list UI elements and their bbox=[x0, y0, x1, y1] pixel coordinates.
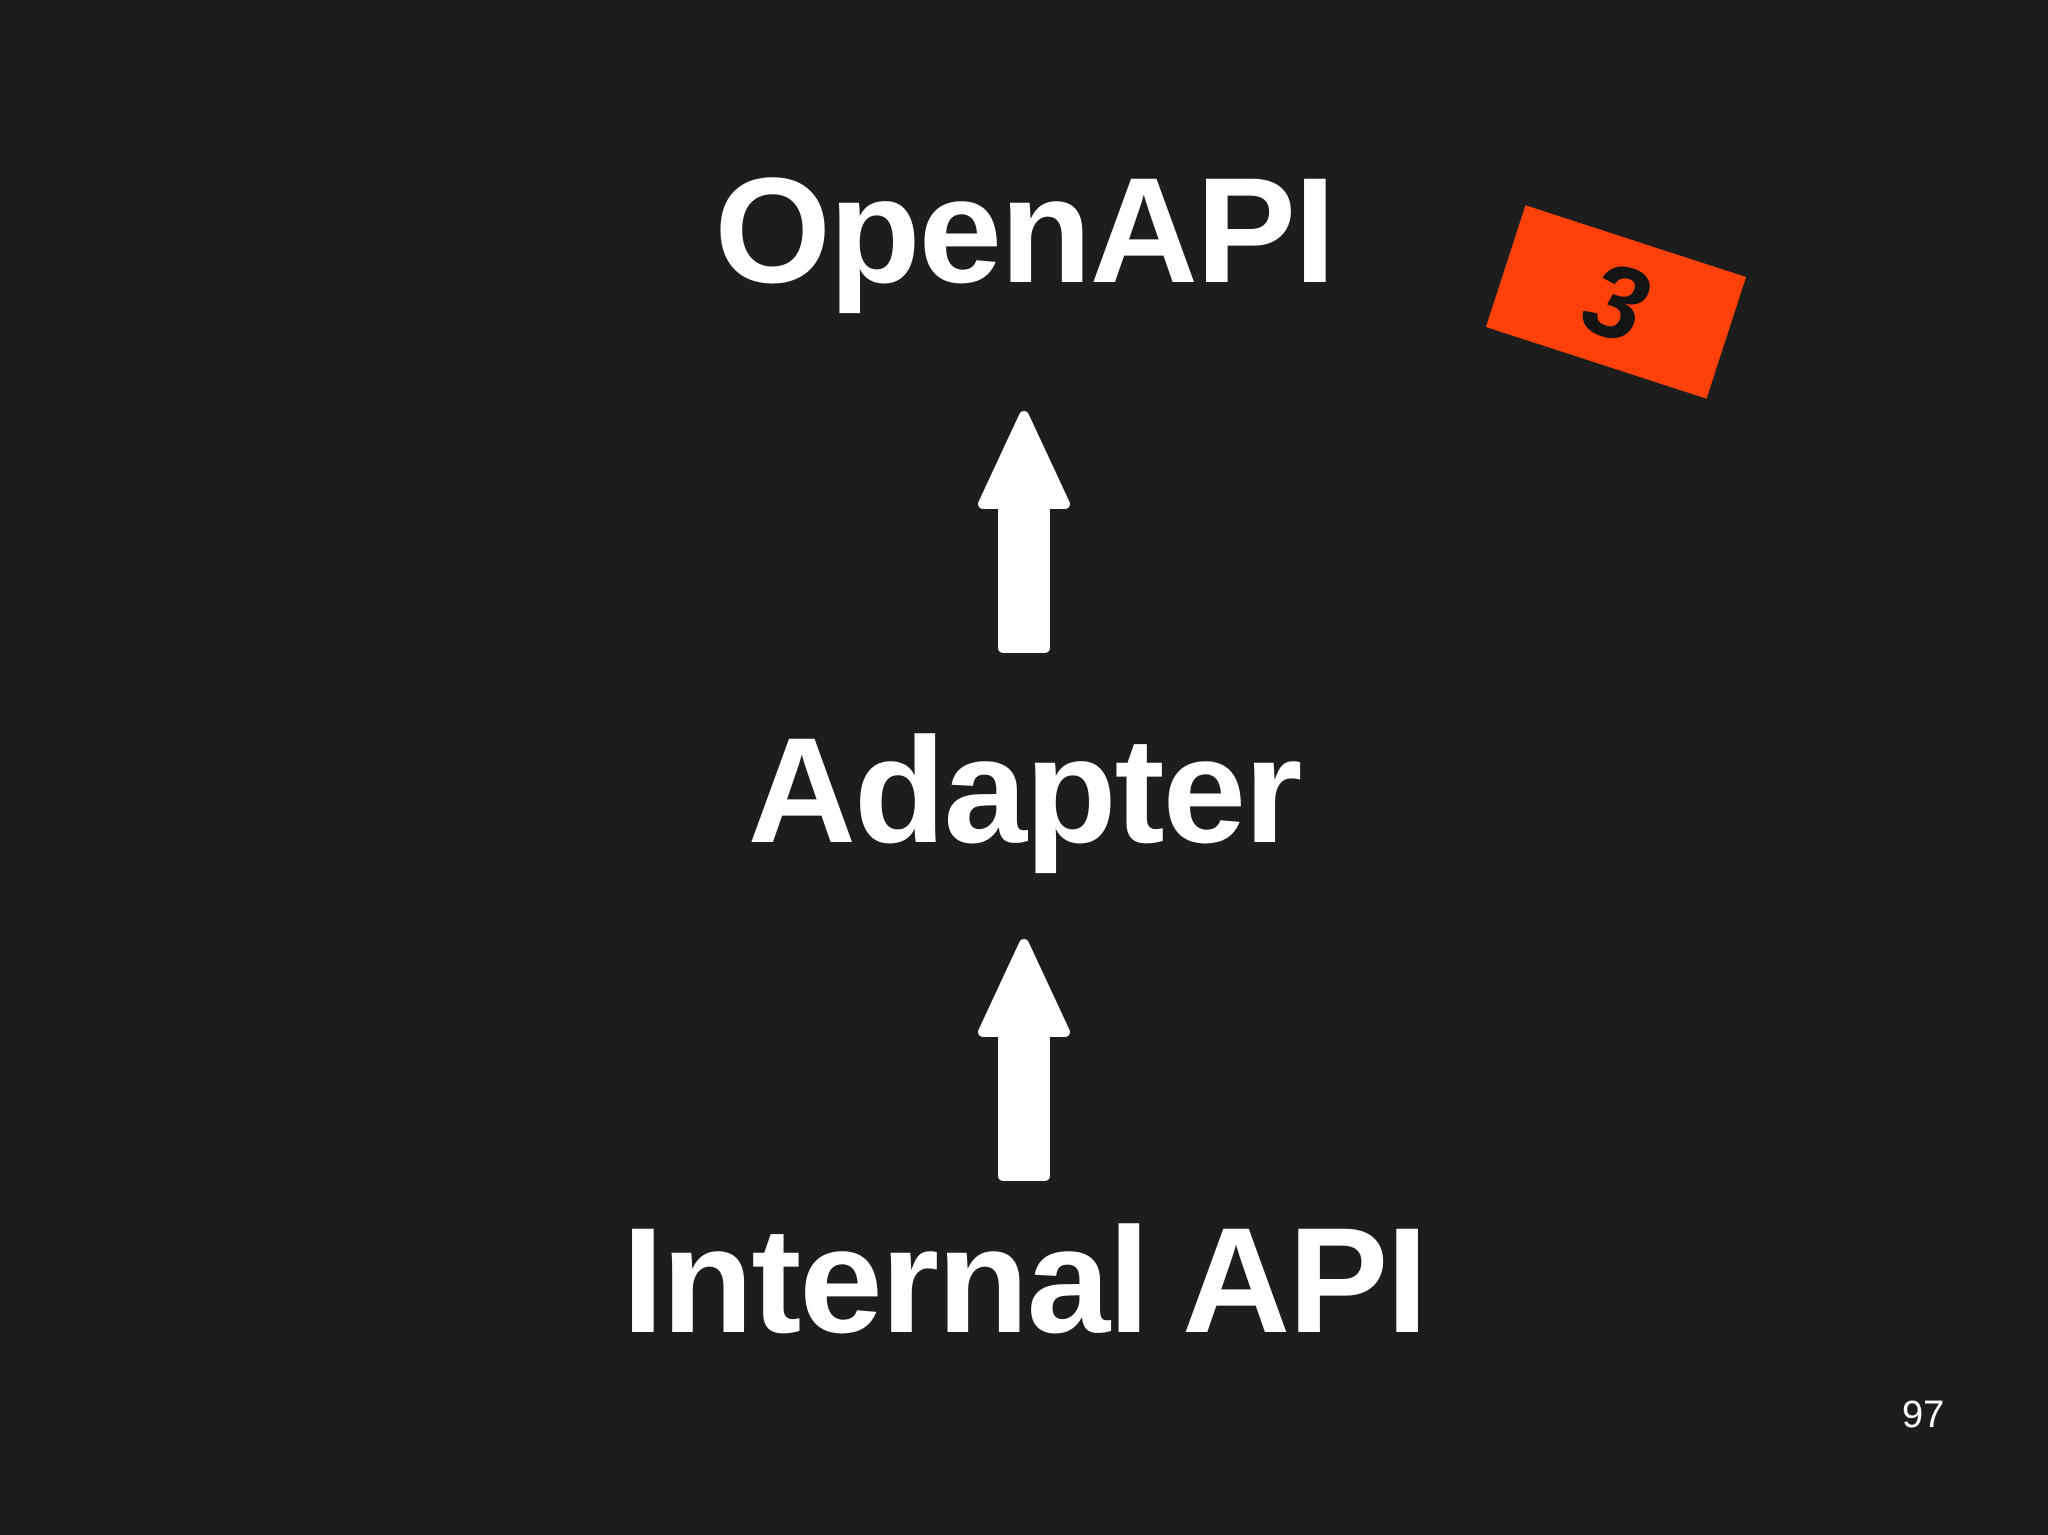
arrow-up-icon bbox=[978, 939, 1070, 1181]
adapter-label: Adapter bbox=[747, 706, 1303, 874]
page-number: 97 bbox=[1902, 1394, 1945, 1436]
arrow-up-icon bbox=[978, 411, 1070, 653]
openapi-label: OpenAPI bbox=[714, 146, 1335, 314]
internal-api-label: Internal API bbox=[622, 1196, 1428, 1364]
slide-number-badge: 3 bbox=[1485, 205, 1747, 399]
badge-number-label: 3 bbox=[1570, 237, 1662, 367]
